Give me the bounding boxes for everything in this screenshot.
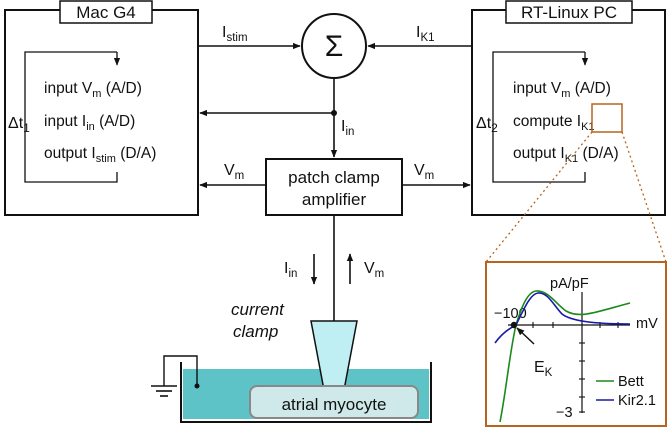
mac-line-output-istim: output Istim (D/A) [44, 145, 156, 165]
istim-label: Istim [222, 24, 248, 44]
inset-y-ticks [579, 342, 585, 413]
inset-y-tick-label: −3 [556, 405, 573, 421]
legend-label-bett: Bett [618, 374, 644, 390]
mac-loop [24, 51, 118, 183]
ek-point [510, 321, 518, 329]
iin-label: Iin [341, 118, 354, 138]
inset-x-units: mV [636, 316, 658, 332]
mac-title: Mac G4 [76, 3, 136, 22]
inset-y-units: pA/pF [550, 276, 589, 292]
ground-icon [151, 355, 200, 397]
summation-node: Σ [301, 13, 367, 79]
mac-line-input-iin: input Iin (A/D) [44, 113, 135, 133]
iin-down-label: Iin [284, 260, 297, 280]
mac-delta-label: Δt1 [8, 115, 30, 135]
vm-up-label: Vm [364, 260, 384, 280]
vm-left-label: Vm [224, 162, 244, 182]
ik1-highlight-box [591, 103, 623, 133]
sigma-symbol: Σ [325, 30, 344, 63]
mac-line-input-vm: input Vm (A/D) [44, 80, 142, 100]
mac-title-frame [59, 0, 153, 24]
rt-line-output-ik1: output IK1 (D/A) [513, 145, 619, 165]
rt-line-compute: compute IK1 [513, 113, 595, 133]
rt-loop [492, 51, 586, 183]
mode-line2: clamp [233, 322, 278, 341]
curve-kir21 [494, 292, 631, 344]
mode-line1: current [231, 300, 285, 319]
ek-arrow [516, 327, 535, 345]
rt-title: RT-Linux PC [521, 3, 617, 22]
patch-clamp-amplifier: patch clamp amplifier [265, 158, 403, 216]
atrial-myocyte: atrial myocyte [249, 385, 419, 419]
vm-right-label: Vm [414, 162, 434, 182]
ek-label: EK [534, 359, 553, 379]
curve-bett [499, 290, 631, 423]
rt-linux-box: RT-Linux PC Δt2 input Vm (A/D) compute I… [471, 0, 666, 216]
legend-label-kir21: Kir2.1 [618, 393, 656, 409]
iv-inset: pA/pF mV −100 −3 EK Bett [485, 261, 667, 427]
rt-delta-label: Δt2 [476, 115, 498, 135]
zoom-line-right [621, 131, 667, 263]
ik1-label: IK1 [416, 24, 435, 44]
rt-line-input-vm: input Vm (A/D) [513, 80, 611, 100]
mac-g4-box: Mac G4 Δt1 input Vm (A/D) input Iin (A/D… [4, 0, 199, 216]
amplifier-line2: amplifier [302, 190, 367, 209]
rt-title-frame [505, 0, 633, 24]
cell-label: atrial myocyte [282, 395, 387, 414]
amplifier-line1: patch clamp [288, 168, 380, 187]
